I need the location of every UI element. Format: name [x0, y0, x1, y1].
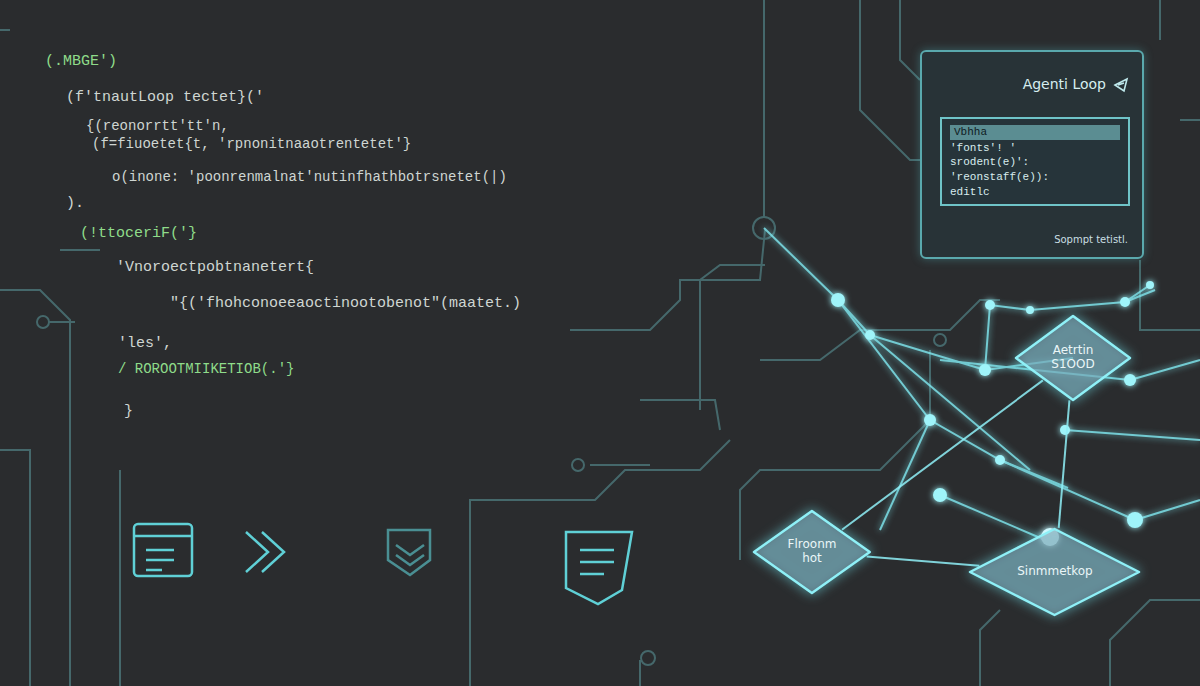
code-line: (!ttoceriF('}: [80, 226, 197, 243]
code-line: }: [124, 404, 133, 421]
code-text: 'reonstaff(e)):: [950, 171, 1120, 184]
document-icon: [134, 524, 192, 576]
agent-panel: Agenti LoopSopmpt tetistl. Vbhha 'fonts'! …: [920, 50, 1144, 259]
code-line: (f'tnautLoop tectet}(': [66, 90, 264, 107]
code-text: Vbhha: [950, 125, 1120, 140]
panel-footer: Sopmpt tetistl.: [1054, 234, 1128, 245]
decision-diamond: Sinmmetkop: [967, 526, 1142, 618]
code-line: 'les',: [118, 336, 172, 353]
code-text: editlc: [950, 186, 1120, 199]
connector: [867, 556, 980, 565]
code-text: srodent(e)':: [950, 156, 1120, 169]
code-line: ).: [66, 196, 84, 213]
diamond-label: Aetrtin S1OOD: [1051, 344, 1094, 372]
decision-diamond: Flroonm hot: [751, 508, 873, 596]
decision-diamond: Aetrtin S1OOD: [1013, 313, 1133, 403]
panel-icon: [1112, 76, 1130, 94]
shield-icon: [566, 532, 632, 604]
code-line: {(reonorrtt'tt'n,: [86, 119, 229, 134]
code-line: o(inone: 'poonrenmalnat'nutinfhathbotrsn…: [112, 170, 507, 185]
diamond-label: Sinmmetkop: [1017, 565, 1093, 579]
code-line: (.MBGE'): [45, 54, 117, 71]
network-lines: [764, 228, 1200, 540]
diamond-label: Flroonm hot: [788, 538, 837, 566]
code-window: Vbhha 'fonts'! 'srodent(e)': 'reonstaff(e)…: [940, 117, 1130, 206]
network-dots: [831, 281, 1154, 546]
tag-icon: [388, 530, 430, 575]
code-line: (f=fiuoetet{t, 'rpnonitnaaotrentetet'}: [92, 137, 411, 152]
panel-title: Agenti Loop: [1023, 76, 1106, 92]
connector: [842, 380, 1043, 529]
code-line: 'Vnoroectpobtnanetert{: [116, 260, 314, 277]
code-line: / ROROOTMIIKETIOB(.'}: [118, 362, 294, 377]
code-text: 'fonts'! ': [950, 142, 1120, 155]
toolbar-icons: [134, 524, 632, 604]
code-line: "{('fhohconoeeaoctinootobenot"(maatet.): [170, 296, 521, 313]
connector: [1059, 400, 1070, 528]
chevron-icon: [246, 532, 284, 572]
